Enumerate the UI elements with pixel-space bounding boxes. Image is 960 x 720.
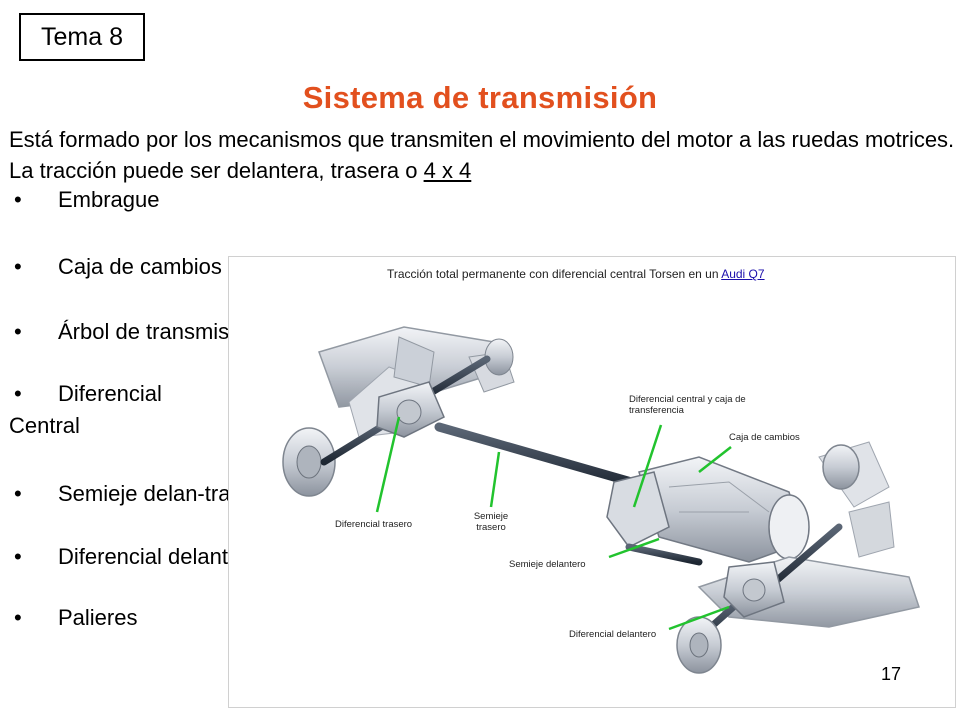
list-item-text: Semieje delan-tras	[58, 481, 242, 506]
propeller-shaft	[434, 422, 654, 492]
front-differential	[723, 561, 785, 618]
rear-differential	[376, 381, 445, 438]
callout-semieje-trasero: Semieje trasero	[473, 511, 509, 533]
transfer-case	[606, 471, 670, 548]
rear-left-hub	[282, 427, 336, 497]
callout-diferencial-trasero: Diferencial trasero	[335, 519, 413, 530]
list-item-text: Embrague	[58, 187, 160, 212]
topic-badge: Tema 8	[19, 13, 145, 61]
bullet-icon: •	[14, 319, 22, 344]
callout-semieje-delantero: Semieje delantero	[509, 559, 586, 570]
front-right-hub	[822, 444, 860, 490]
list-item-text: Árbol de transmisión	[58, 319, 259, 344]
bullet-icon: •	[14, 544, 22, 569]
front-left-hub	[676, 616, 722, 674]
list-item-continuation: Central	[9, 413, 80, 438]
page-number: 17	[880, 664, 901, 684]
list-item-text: Diferencial	[58, 381, 162, 406]
drivetrain-illustration	[282, 326, 920, 674]
figure-caption-link[interactable]: Audi Q7	[721, 267, 765, 281]
callout-caja-cambios: Caja de cambios	[729, 432, 800, 443]
list-item-text: Caja de cambios	[58, 254, 222, 279]
intro-underlined: 4 x 4	[423, 158, 472, 183]
page-title: Sistema de transmisión	[302, 80, 658, 115]
bullet-icon: •	[14, 605, 22, 630]
callout-diferencial-delantero: Diferencial delantero	[569, 629, 657, 640]
gearbox	[638, 456, 810, 563]
bullet-icon: •	[14, 187, 22, 212]
intro-text: Está formado por los mecanismos que tran…	[9, 127, 955, 183]
list-item-text: Palieres	[58, 605, 138, 630]
callout-diferencial-central: Diferencial central y caja de transferen…	[629, 394, 746, 416]
figure-caption-text: Tracción total permanente con diferencia…	[387, 267, 722, 281]
drivetrain-figure: Tracción total permanente con diferencia…	[228, 256, 956, 708]
figure-caption: Tracción total permanente con diferencia…	[387, 267, 765, 281]
bullet-icon: •	[14, 481, 22, 506]
intro-paragraph: Está formado por los mecanismos que tran…	[9, 124, 959, 186]
callout-lines	[375, 416, 732, 631]
bullet-icon: •	[14, 254, 22, 279]
bullet-icon: •	[14, 381, 22, 406]
